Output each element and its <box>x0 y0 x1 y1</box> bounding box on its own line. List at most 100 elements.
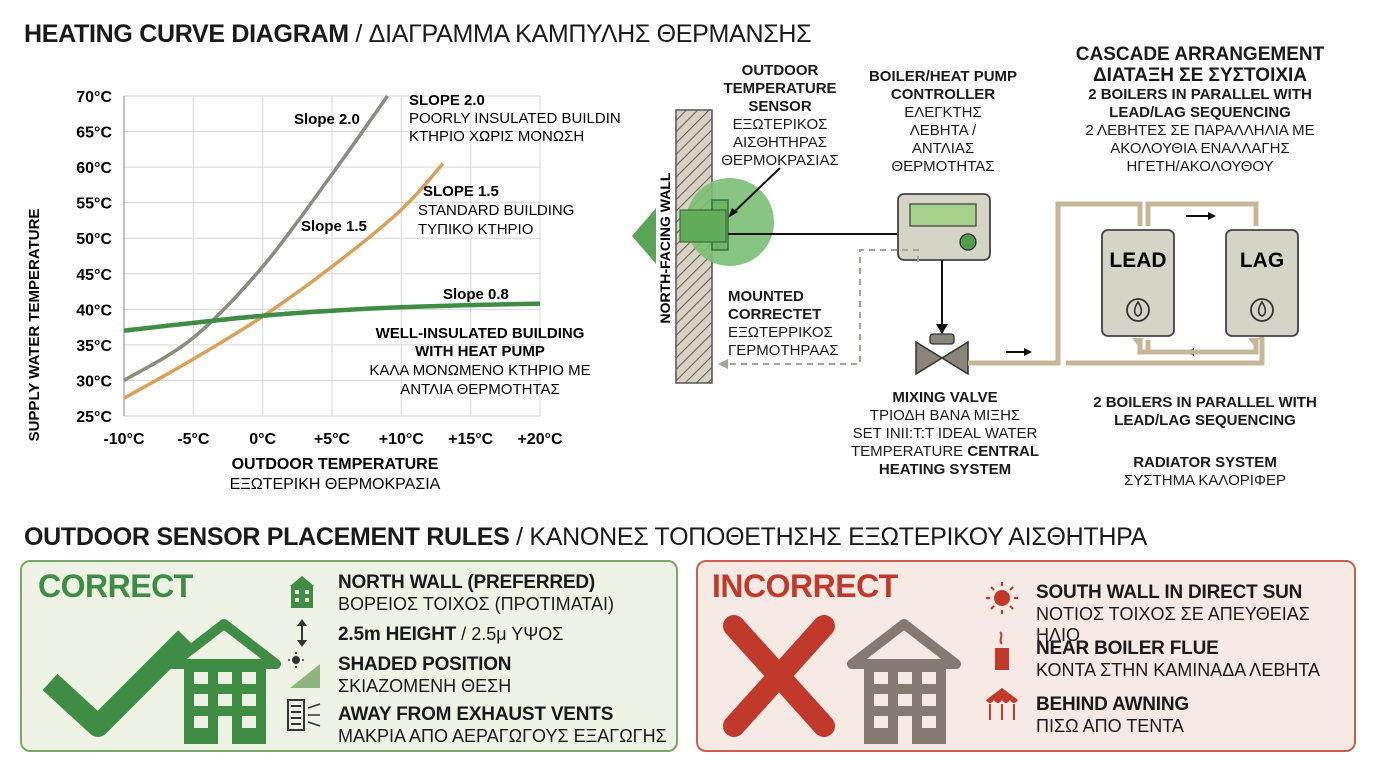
incorrect-panel: INCORRECT <box>696 560 1356 752</box>
title-greek: ΔΙΑΓΡΑΜΜΑ ΚΑΜΠΥΛΗΣ ΘΕΡΜΑΝΣΗΣ <box>368 20 812 48</box>
mixing-valve-icon <box>915 340 944 376</box>
north-arrow-icon <box>632 208 656 264</box>
correct-rule-1-bold: NORTH WALL (PREFERRED) <box>338 572 596 593</box>
sensor-label-b1: OUTDOOR <box>741 62 819 79</box>
y-tick-label: 50°C <box>76 231 112 248</box>
sensor-label-b3: SENSOR <box>748 98 812 115</box>
flue-icon <box>995 631 1009 670</box>
title-sep: / <box>348 20 369 48</box>
heating-curve-chart: 70°C65°C60°C55°C50°C45°C40°C35°C30°C25°C… <box>26 89 620 493</box>
cascade-b4: LEAD/LAG SEQUENCING <box>1109 104 1291 121</box>
y-tick-label: 35°C <box>76 338 112 355</box>
valve-r3b: CENTRAL <box>967 443 1040 460</box>
x-tick-label: -5°C <box>177 431 210 448</box>
lead-boiler <box>1101 229 1175 337</box>
x-axis-label: OUTDOOR TEMPERATURE <box>232 456 439 473</box>
correct-illustration <box>42 619 281 744</box>
checkmark-icon <box>42 630 194 737</box>
height-arrow-icon <box>297 619 307 647</box>
y-tick-label: 40°C <box>76 302 112 319</box>
x-tick-label: +15°C <box>448 431 494 448</box>
annot-slope-2-line1: POORLY INSULATED BUILDING <box>409 110 620 127</box>
heating-curve-title: HEATING CURVE DIAGRAM / ΔΙΑΓΡΑΜΜΑ ΚΑΜΠΥΛ… <box>24 20 812 49</box>
x-axis-label-greek: ΕΞΩΤΕΡΙΚΗ ΘΕΡΜΟΚΡΑΣΙΑ <box>230 476 441 493</box>
incorrect-rule-1-bold: SOUTH WALL IN DIRECT SUN <box>1036 582 1303 603</box>
rules-title-greek: ΚΑΝΟΝΕΣ ΤΟΠΟΘΕΤΗΣΗΣ ΕΞΩΤΕΡΙΚΟΥ ΑΙΣΘΗΤΗΡΑ <box>529 523 1147 551</box>
valve-r1: ΤΡΙΟΔΗ ΒΑΝΑ ΜΙΞΗΣ <box>869 407 1021 424</box>
x-tick-label: +10°C <box>379 431 425 448</box>
lead-flame-shape <box>1133 300 1143 317</box>
rules-title: OUTDOOR SENSOR PLACEMENT RULES / ΚΑΝΟΝΕΣ… <box>24 523 1147 552</box>
annot-slope-08-line2: ΑΝΤΛΙΑ ΘΕΡΜΟΤΗΤΑΣ <box>400 381 560 398</box>
controller-b2: CONTROLLER <box>890 86 996 103</box>
cascade-g2: ΑΚΟΛΟΥΘΙΑ ΕΝΑΛΛΑΓΗΣ <box>1110 140 1290 157</box>
series-label-slope-1-5: Slope 1.5 <box>301 218 367 235</box>
annot-slope-15-line2: ΤΥΠΙΚΟ ΚΤΗΡΙΟ <box>418 221 533 238</box>
vent-icon <box>287 699 321 731</box>
y-tick-label: 60°C <box>76 160 112 177</box>
incorrect-rule-2: NEAR BOILER FLUE ΚΟΝΤΑ ΣΤΗΝ ΚΑΜΙΝΑΔΑ ΛΕΒ… <box>1036 638 1320 681</box>
correct-rule-4-bold: AWAY FROM EXHAUST VENTS <box>338 704 614 725</box>
y-tick-label: 70°C <box>76 89 112 106</box>
valve-b4: HEATING SYSTEM <box>878 461 1012 478</box>
lag-label: LAG <box>1240 249 1284 272</box>
flow-arrow-1-head <box>1024 348 1032 356</box>
valve-label: MIXING VALVE ΤΡΙΟΔΗ ΒΑΝΑ ΜΙΞΗΣ SET ΙΝΙΙ:… <box>830 389 1060 479</box>
sensor-body <box>679 209 727 243</box>
valve-r2: SET ΙΝΙΙ:Τ:Τ IDEAL WATER <box>852 425 1038 442</box>
annot-slope-15-title: SLOPE 1.5 <box>423 183 499 200</box>
y-tick-label: 25°C <box>76 409 112 426</box>
dashed-arrow-head <box>718 359 728 369</box>
sensor-label-g2: ΑΙΣΘΗΤΗΡΑΣ <box>732 134 828 151</box>
lag-boiler <box>1225 229 1299 337</box>
mounted-g2: ΓΕΡΜΟΤΗΡΑΑΣ <box>728 342 839 359</box>
lag-flame-shape <box>1257 300 1267 317</box>
series-line-0 <box>123 94 389 382</box>
correct-rule-2: 2.5m HEIGHT / 2.5μ ΥΨΟΣ <box>338 624 563 646</box>
annot-slope-08-title2: WITH HEAT PUMP <box>415 343 545 360</box>
controller-g2: ΛΕΒΗΤΑ / <box>909 122 977 139</box>
annot-slope-08-line1: ΚΑΛΑ ΜΟΝΩΜΕΝΟ ΚΤΗΡΙΟ ΜΕ <box>369 362 590 379</box>
correct-rule-1: NORTH WALL (PREFERRED) ΒΟΡΕΙΟΣ ΤΟΙΧΟΣ (Π… <box>338 572 614 615</box>
valve-r3a: TEMPERATURE <box>850 443 968 460</box>
incorrect-rule-3-greek: ΠΙΣΩ ΑΠΟ ΤΕΝΤΑ <box>1036 716 1184 736</box>
lead-flame-icon <box>1126 298 1150 322</box>
mounted-g1: ΕΞΩΤΕΡΡΙΚΟΣ <box>728 324 833 341</box>
chart-series <box>123 94 541 400</box>
rules-title-main: OUTDOOR SENSOR PLACEMENT RULES <box>24 523 510 551</box>
mounted-b2: CORRECTET <box>728 306 822 323</box>
correct-rule-3-greek: ΣΚΙΑΖΟΜΕΝΗ ΘΕΣΗ <box>338 676 512 696</box>
controller-display <box>909 203 977 227</box>
annot-slope-2-title: SLOPE 2.0 <box>409 92 485 109</box>
sensor-label-b2: TEMPERATURE <box>723 80 837 97</box>
correct-heading: CORRECT <box>38 568 193 604</box>
mounted-b1: MOUNTED <box>728 288 804 305</box>
mixing-valve-body <box>940 340 969 376</box>
correct-rule-4: AWAY FROM EXHAUST VENTS ΜΑΚΡΙΑ ΑΠΟ ΑΕΡΑΓ… <box>338 704 667 747</box>
series-line-1 <box>123 162 445 400</box>
controller-g3: ΑΝΤΛΙΑΣ <box>911 140 975 157</box>
sensor-label-g3: ΘΕΡΜΟΚΡΑΣΙΑΣ <box>721 152 839 169</box>
sensor-pointer <box>731 167 781 215</box>
y-axis-label: SUPPLY WATER TEMPERATURE <box>26 209 43 442</box>
sensor-pointer-head <box>728 208 738 218</box>
cascade-b2: ΔΙΑΤΑΞΗ ΣΕ ΣΥΣΤΟΙΧΙΑ <box>1092 65 1308 86</box>
building-icon <box>290 576 314 608</box>
parallel-label: 2 BOILERS IN PARALLEL WITH LEAD/LAG SEQU… <box>1070 394 1340 430</box>
controller-valve-arrow <box>936 324 948 334</box>
cascade-b1: CASCADE ARRANGEMENT <box>1075 44 1325 65</box>
correct-rule-3-bold: SHADED POSITION <box>338 654 512 675</box>
sensor-label: OUTDOOR TEMPERATURE SENSOR ΕΞΩΤΕΡΙΚΟΣ ΑΙ… <box>690 62 870 170</box>
incorrect-rule-1-greek: ΝΟΤΙΟΣ ΤΟΙΧΟΣ ΣΕ ΑΠΕΥΘΕΙΑΣ ΗΛΙΟ <box>1036 604 1310 645</box>
annot-slope-15-line1: STANDARD BUILDING <box>418 202 574 219</box>
controller-knob-icon <box>959 233 977 251</box>
y-tick-label: 45°C <box>76 267 112 284</box>
controller-b1: BOILER/HEAT PUMP <box>868 68 1018 85</box>
radiator-b1: RADIATOR SYSTEM <box>1133 454 1277 471</box>
dashed-signal-line <box>720 249 919 365</box>
supply-pipe <box>968 201 1143 366</box>
correct-rule-icons <box>287 576 321 731</box>
cascade-b3: 2 BOILERS IN PARALLEL WITH <box>1088 86 1312 103</box>
incorrect-rule-3: BEHIND AWNING ΠΙΣΩ ΑΠΟ ΤΕΝΤΑ <box>1036 694 1189 737</box>
